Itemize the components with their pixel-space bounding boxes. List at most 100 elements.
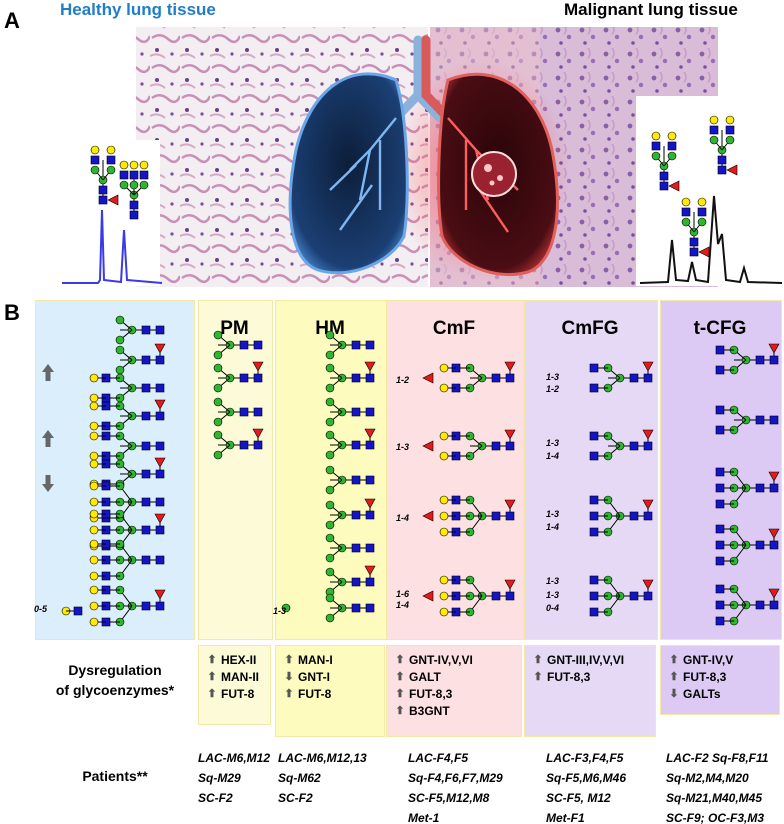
galactose-symbol [119, 160, 129, 170]
cmf-title: CmF [432, 318, 476, 339]
glcnac-symbol [589, 495, 599, 505]
glycan-structure [89, 481, 165, 523]
glcnac-symbol [155, 525, 165, 535]
linkage-label: 1-4 [546, 451, 559, 461]
enzyme-item: ⬇ GNT-I [284, 669, 376, 686]
fucose-symbol [504, 499, 516, 510]
galactose-symbol [89, 509, 99, 519]
fucose-symbol [642, 579, 654, 590]
glycan-structure [89, 457, 166, 489]
glcnac-symbol [141, 525, 151, 535]
glycan-structure [715, 524, 780, 566]
glcnac-symbol [755, 483, 765, 493]
patient-entry: Met-1 [408, 811, 440, 824]
up-arrow-icon: ⬆ [284, 688, 294, 700]
mannose-symbol [213, 417, 223, 427]
up-arrow-icon: ⬆ [284, 654, 294, 666]
glcnac-symbol [129, 210, 139, 220]
fucose-symbol [154, 513, 166, 524]
healthy-title: Healthy lung tissue [60, 0, 216, 19]
mannose-symbol [213, 330, 223, 340]
linkage-label: 1-4 [396, 600, 409, 610]
patients-label: Patients** [82, 768, 148, 784]
glycan-structure [89, 399, 166, 431]
galactose-symbol [89, 401, 99, 411]
glcnac-symbol [253, 373, 263, 383]
glycan-structure [325, 428, 376, 460]
glycan-structure [715, 467, 780, 509]
up-arrow-icon: ⬆ [207, 671, 217, 683]
glcnac-symbol [141, 355, 151, 365]
glcnac-symbol [351, 543, 361, 553]
down-arrow-icon: ⬇ [284, 671, 294, 683]
glcnac-symbol [141, 601, 151, 611]
glycan-structure [89, 585, 166, 627]
galactose-symbol [89, 555, 99, 565]
glycan-structure [715, 405, 779, 435]
galactose-symbol [89, 497, 99, 507]
glcnac-symbol [141, 469, 151, 479]
glcnac-symbol [505, 441, 515, 451]
patient-entry: Sq-F5,M6,M46 [546, 771, 627, 785]
glycan-structure [325, 361, 376, 393]
fucose-symbol [768, 471, 780, 482]
glycan-structure [325, 498, 376, 530]
linkage-label: 1-3 [546, 372, 559, 382]
glcnac-symbol [589, 607, 599, 617]
glcnac-symbol [769, 483, 779, 493]
hm-enzymes: ⬆MAN-I⬇GNT-I⬆FUT-8 [275, 645, 385, 737]
enzyme-name: GNT-I [298, 670, 330, 684]
cmf-enzymes: ⬆GNT-IV,V,VI⬆GALT⬆FUT-8,3⬆B3GNT [386, 645, 522, 737]
mannose-symbol [325, 450, 335, 460]
cmfg-enzymes: ⬆GNT-III,IV,V,VI⬆FUT-8,3 [524, 645, 656, 737]
galactose-symbol [129, 160, 139, 170]
tcfg-enzymes: ⬆GNT-IV,V⬆FUT-8,3⬇GALTs [660, 645, 780, 715]
pm-title: PM [220, 318, 249, 339]
mannose-symbol [325, 593, 335, 603]
glcnac-symbol [715, 584, 725, 594]
mannose-symbol [213, 430, 223, 440]
mannose-symbol [119, 180, 129, 190]
glcnac-symbol [351, 340, 361, 350]
galactose-symbol [89, 539, 99, 549]
glcnac-symbol [239, 340, 249, 350]
patient-entry: Sq-M2,M4,M20 [666, 771, 749, 785]
glycan-structure [325, 565, 376, 597]
glcnac-symbol [491, 511, 501, 521]
galactose-symbol [439, 511, 449, 521]
galactose-symbol [439, 431, 449, 441]
patient-entry: Sq-M62 [278, 771, 321, 785]
mannose-symbol [325, 363, 335, 373]
glcnac-symbol [709, 125, 719, 135]
glcnac-symbol [589, 363, 599, 373]
mannose-symbol [129, 180, 139, 190]
malignant-title: Malignant lung tissue [564, 0, 738, 19]
mannose-symbol [325, 613, 335, 623]
mannose-symbol [90, 165, 100, 175]
glcnac-symbol [629, 441, 639, 451]
glycan-structure [439, 495, 516, 537]
glycan-structure [325, 330, 375, 360]
glycan-structure [325, 533, 375, 563]
glcnac-symbol [681, 207, 691, 217]
glcnac-symbol [365, 440, 375, 450]
glcnac-symbol [141, 497, 151, 507]
mannose-symbol [325, 417, 335, 427]
linkage-label: 1-3 [546, 590, 559, 600]
glcnac-symbol [643, 373, 653, 383]
glcnac-symbol [769, 600, 779, 610]
glcnac-symbol [365, 577, 375, 587]
glcnac-symbol [155, 355, 165, 365]
galactose-symbol [89, 525, 99, 535]
glycan-structure [213, 330, 263, 360]
enzyme-item: ⬆HEX-II [207, 652, 262, 669]
fucose-symbol [154, 399, 166, 410]
linkage-label: 1-3 [273, 606, 286, 616]
glcnac-symbol [689, 247, 699, 257]
enzyme-name: FUT-8 [221, 687, 255, 701]
enzyme-item: ⬆FUT-8 [207, 686, 262, 703]
glcnac-symbol [689, 237, 699, 247]
glycan-structure [589, 495, 654, 537]
